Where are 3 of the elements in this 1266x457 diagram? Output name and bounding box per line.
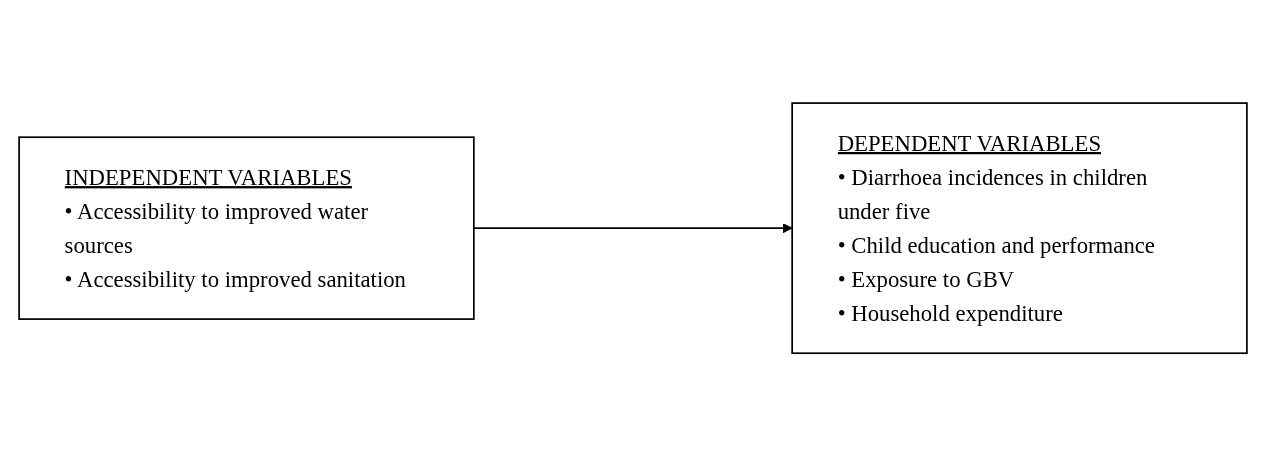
arrow [473,223,793,234]
node-box: DEPENDENT VARIABLES • Diarrhoea incidences in children under five • Child education and performance • Exposure to GBV • Household expenditure [791,102,1248,355]
node-box: INDEPENDENT VARIABLES • Accessibility to improved water sources • Accessibility to improved sanitation [18,136,475,321]
